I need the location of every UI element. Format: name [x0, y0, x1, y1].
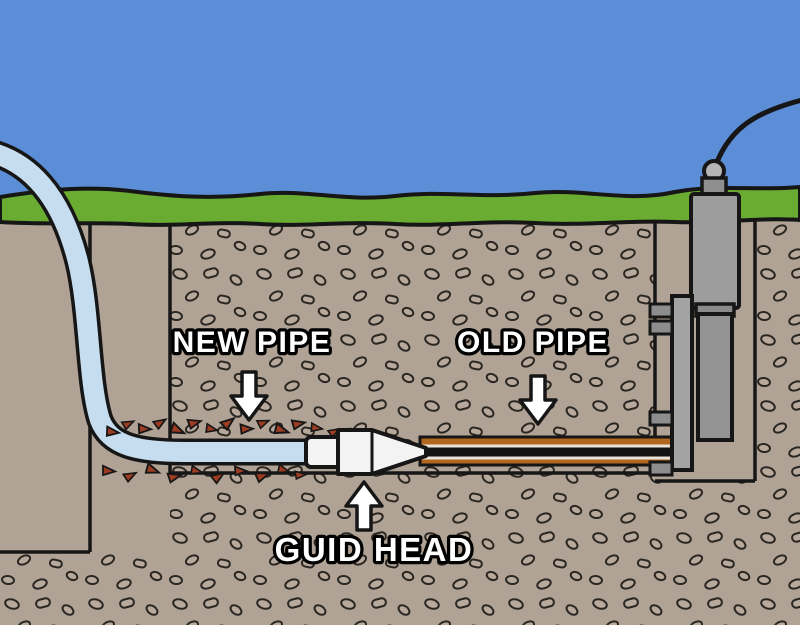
new-pipe-label: NEW PIPE: [173, 326, 332, 359]
guide-head: [304, 428, 428, 476]
new-pipe-arrow: [229, 370, 269, 422]
machine-cable: [711, 97, 800, 171]
guide-head-arrow: [344, 480, 384, 532]
new-pipe-body: [0, 144, 340, 462]
old-pipe: [418, 435, 690, 467]
machine-bracket-fins: [648, 302, 674, 477]
pulling-machine: [648, 97, 800, 477]
machine-ram: [696, 312, 734, 442]
old-pipe-label: OLD PIPE: [457, 326, 609, 359]
machine-bracket-plate: [670, 294, 694, 472]
trench-outline-right-pit: [655, 219, 757, 483]
hydraulic-cylinder: [689, 192, 741, 310]
pull-rod: [421, 447, 687, 457]
trench-outline-main-pit: [168, 219, 657, 475]
new-pipe: [0, 141, 340, 466]
guide-head-label: GUID HEAD: [275, 531, 474, 568]
old-pipe-arrow: [518, 374, 558, 426]
grass: [0, 185, 800, 227]
